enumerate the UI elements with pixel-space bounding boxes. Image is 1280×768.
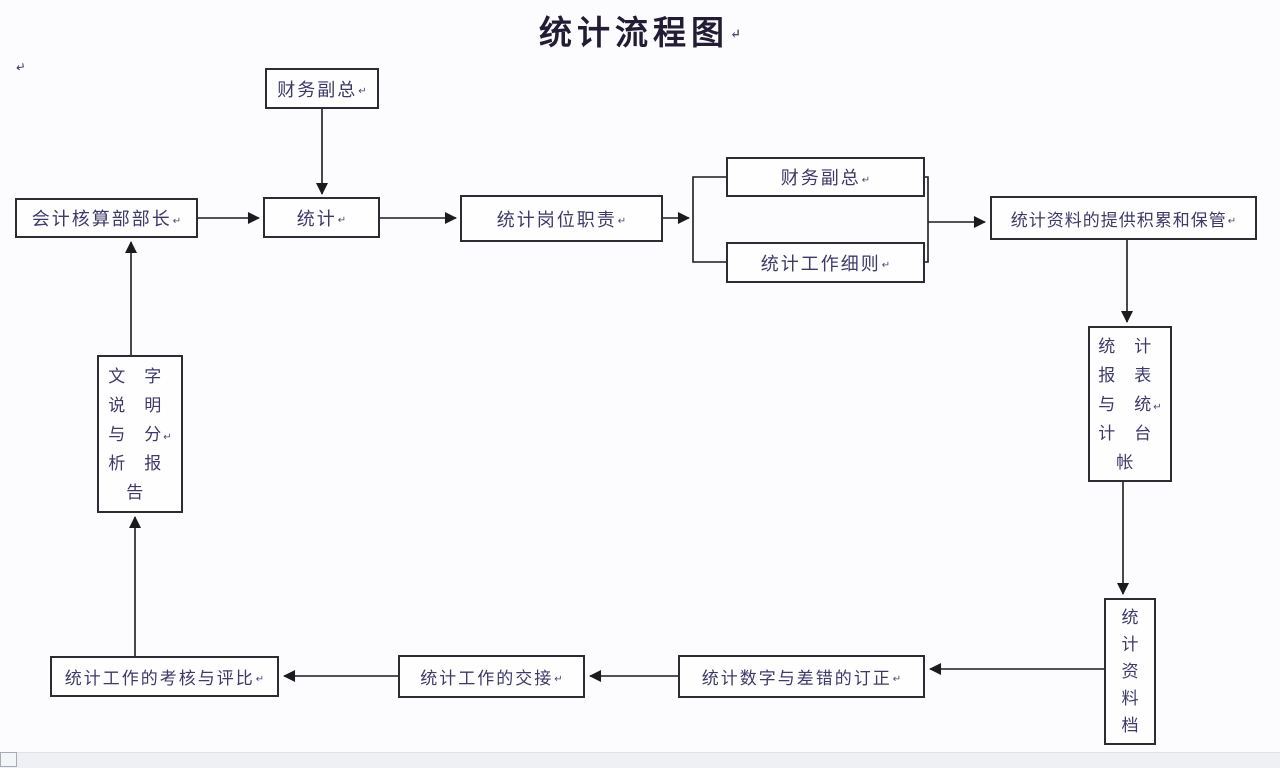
paragraph-mark: ↵ [730,26,741,41]
node-label: 统计工作的考核与评比 [64,669,255,688]
node-text-analysis-report: 文 字 说 明 与 分 析 报 告↵ [97,355,183,513]
node-label: 财务副总 [277,79,358,100]
branch-bracket-right [925,176,929,263]
paragraph-mark: ↵ [337,215,347,226]
paragraph-mark: ↵ [1153,401,1162,413]
node-label: 会计核算部部长 [31,209,172,229]
bottom-strip [0,752,1280,768]
paragraph-mark: ↵ [172,215,182,227]
paragraph-mark: ↵ [892,674,902,685]
node-label: 统计工作的交接 [420,669,554,688]
node-accounting-dept-head: 会计核算部部长↵ [15,198,198,238]
paragraph-mark: ↵ [861,174,871,186]
paragraph-mark: ↵ [1227,215,1237,227]
paragraph-mark: ↵ [881,260,891,271]
node-label: 统计 [296,208,337,229]
node-stat-data-archive: 统 计 资 料 档 [1104,598,1156,745]
node-label: 统计岗位职责 [496,209,617,230]
node-label: 统 计 报 表 与 统 计 台 帐 [1098,336,1153,472]
node-label: 文 字 说 明 与 分 析 报 告 [108,366,163,502]
stray-paragraph-mark: ↵ [14,59,28,75]
paragraph-mark: ↵ [255,674,265,685]
paragraph-mark: ↵ [358,86,367,97]
node-stat-post-duties: 统计岗位职责↵ [460,195,663,242]
node-stat-work-assessment: 统计工作的考核与评比↵ [50,656,279,697]
node-stat-work-handover: 统计工作的交接↵ [398,655,585,698]
node-statistics: 统计↵ [263,197,380,238]
branch-bracket-left [692,176,726,263]
paragraph-mark: ↵ [554,674,563,685]
node-stat-error-correction: 统计数字与差错的订正↵ [678,655,925,698]
node-stat-data-keeping: 统计资料的提供积累和保管↵ [990,196,1257,240]
page-title: 统计流程图↵ [539,6,741,54]
paragraph-mark: ↵ [163,431,172,443]
node-label: 统 计 资 料 档 [1121,608,1139,735]
node-label: 统计资料的提供积累和保管 [1010,210,1227,230]
bottom-left-resize-handle [0,752,17,767]
node-label: 统计工作细则 [760,253,881,274]
paragraph-mark: ↵ [617,216,627,227]
node-stat-reports-ledgers: 统 计 报 表 与 统 计 台 帐↵ [1088,326,1172,482]
node-label: 统计数字与差错的订正 [701,669,892,688]
node-stat-work-rules: 统计工作细则↵ [726,242,925,283]
page-title-text: 统计流程图 [539,16,730,52]
node-finance-vp-branch: 财务副总↵ [726,157,925,197]
node-label: 财务副总 [780,168,861,188]
node-finance-vp-top: 财务副总↵ [265,68,379,109]
